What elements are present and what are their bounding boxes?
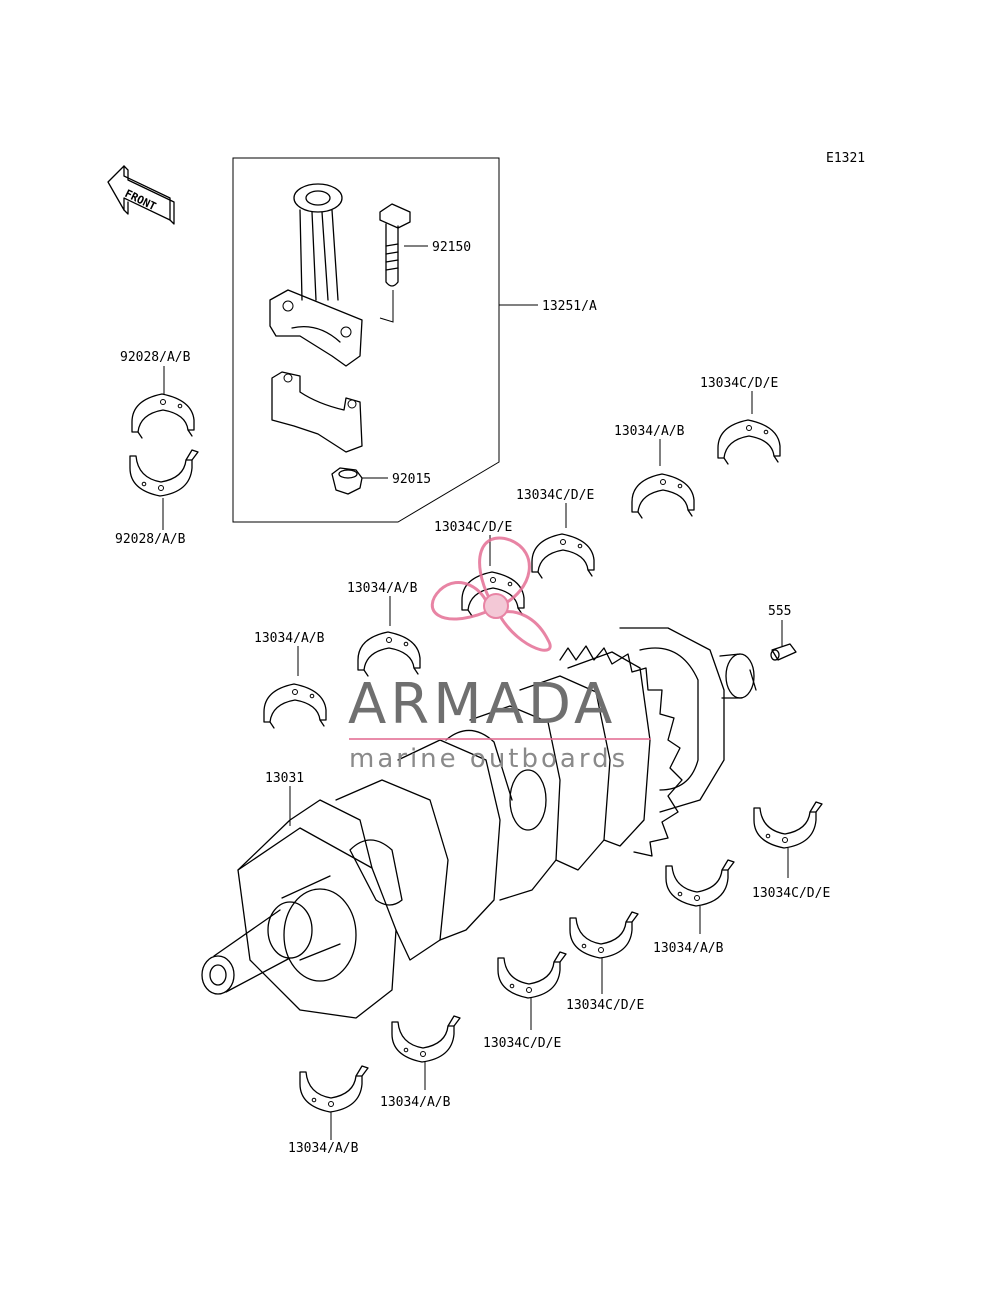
label-upper-bearing-6: 13034C/D/E — [700, 376, 778, 391]
lower-main-bearing-5 — [665, 859, 735, 907]
watermark-tagline: marine outboards — [349, 744, 629, 774]
front-direction-arrow-icon: FRONT — [107, 165, 175, 225]
label-lower-bearing-6: 13034C/D/E — [752, 886, 830, 901]
rod-bearing-lower-shell — [129, 449, 199, 497]
label-upper-bearing-4: 13034C/D/E — [516, 488, 594, 503]
propeller-logo-icon — [430, 536, 552, 652]
upper-main-bearing-4 — [531, 533, 595, 579]
label-upper-bearing-2: 13034/A/B — [347, 581, 418, 596]
label-lower-bearing-1: 13034/A/B — [288, 1141, 359, 1156]
con-rod-assembly-frame — [232, 157, 538, 523]
label-lower-bearing-5: 13034/A/B — [653, 941, 724, 956]
label-pin: 555 — [768, 604, 791, 619]
connecting-rod-cap — [271, 371, 363, 453]
crankshaft — [201, 627, 757, 1019]
rod-bearing-upper-shell — [131, 393, 195, 439]
label-lower-bearing-2: 13034/A/B — [380, 1095, 451, 1110]
lower-main-bearing-1 — [299, 1065, 369, 1113]
label-con-rod-assy: 13251/A — [542, 299, 597, 314]
lower-main-bearing-3 — [497, 951, 567, 999]
dowel-pin — [770, 643, 797, 661]
upper-main-bearing-5 — [631, 473, 695, 519]
con-rod-bolt — [379, 203, 411, 323]
label-upper-bearing-3: 13034C/D/E — [434, 520, 512, 535]
upper-main-bearing-1 — [263, 683, 327, 729]
lower-main-bearing-6 — [753, 801, 823, 849]
label-rod-bearing-lower: 92028/A/B — [115, 532, 186, 547]
connecting-rod — [269, 183, 363, 367]
watermark-brand: ARMADA — [348, 672, 617, 737]
label-rod-bearing-upper: 92028/A/B — [120, 350, 191, 365]
label-upper-bearing-5: 13034/A/B — [614, 424, 685, 439]
label-upper-bearing-1: 13034/A/B — [254, 631, 325, 646]
con-rod-nut — [331, 467, 363, 495]
lower-main-bearing-4 — [569, 911, 639, 959]
upper-main-bearing-2 — [357, 631, 421, 677]
diagram-code: E1321 — [826, 151, 865, 166]
label-lower-bearing-4: 13034C/D/E — [566, 998, 644, 1013]
label-lower-bearing-3: 13034C/D/E — [483, 1036, 561, 1051]
upper-main-bearing-6 — [717, 419, 781, 465]
lower-main-bearing-2 — [391, 1015, 461, 1063]
label-con-rod-bolt: 92150 — [432, 240, 471, 255]
watermark-divider — [349, 738, 651, 740]
label-con-rod-nut: 92015 — [392, 472, 431, 487]
label-crankshaft: 13031 — [265, 771, 304, 786]
